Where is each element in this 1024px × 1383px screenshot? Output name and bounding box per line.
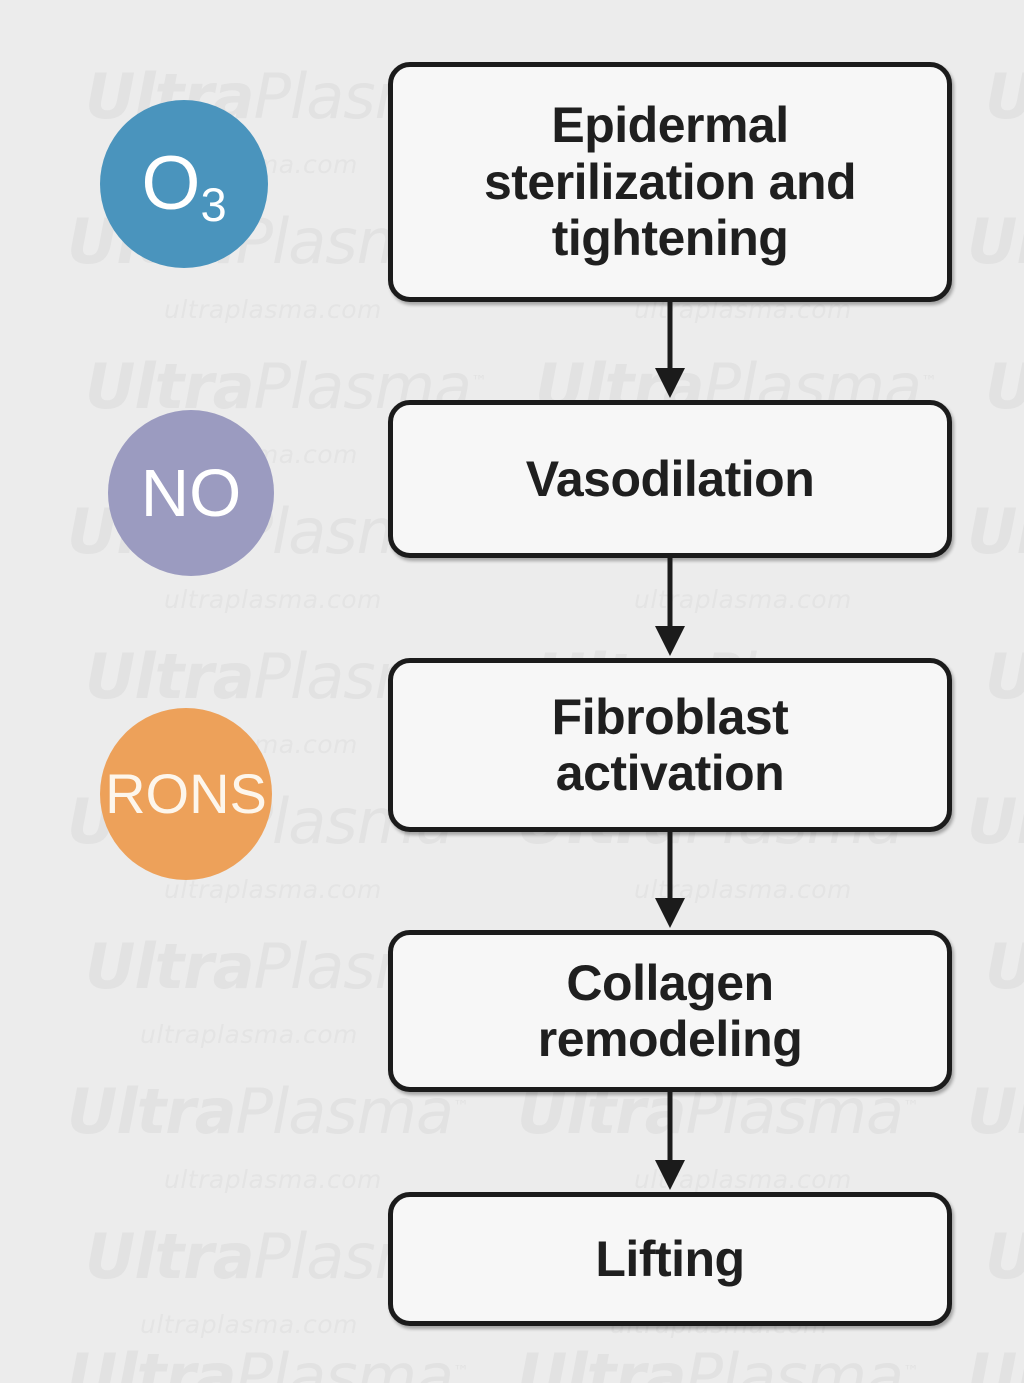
rons-label: RONS xyxy=(105,762,267,825)
ozone-circle-icon: O3 xyxy=(100,100,268,268)
flow-arrow-2 xyxy=(650,558,690,658)
ozone-label: O3 xyxy=(141,141,227,232)
rons-circle-icon: RONS xyxy=(100,708,272,880)
process-box-label: Fibroblast activation xyxy=(551,688,789,802)
nitric-oxide-circle-icon: NO xyxy=(108,410,274,576)
flow-arrow-3 xyxy=(650,832,690,930)
process-box-label: Collagen remodeling xyxy=(537,954,803,1068)
process-box-epidermal-sterilization[interactable]: Epidermal sterilization and tightening xyxy=(388,62,952,302)
process-box-label: Vasodilation xyxy=(525,450,815,507)
process-box-lifting[interactable]: Lifting xyxy=(388,1192,952,1326)
process-box-vasodilation[interactable]: Vasodilation xyxy=(388,400,952,558)
flow-arrow-4 xyxy=(650,1092,690,1192)
process-box-fibroblast-activation[interactable]: Fibroblast activation xyxy=(388,658,952,832)
process-box-label: Lifting xyxy=(595,1230,745,1287)
process-box-collagen-remodeling[interactable]: Collagen remodeling xyxy=(388,930,952,1092)
process-box-label: Epidermal sterilization and tightening xyxy=(483,97,857,267)
nitric-oxide-label: NO xyxy=(140,455,242,531)
flow-arrow-1 xyxy=(650,302,690,400)
